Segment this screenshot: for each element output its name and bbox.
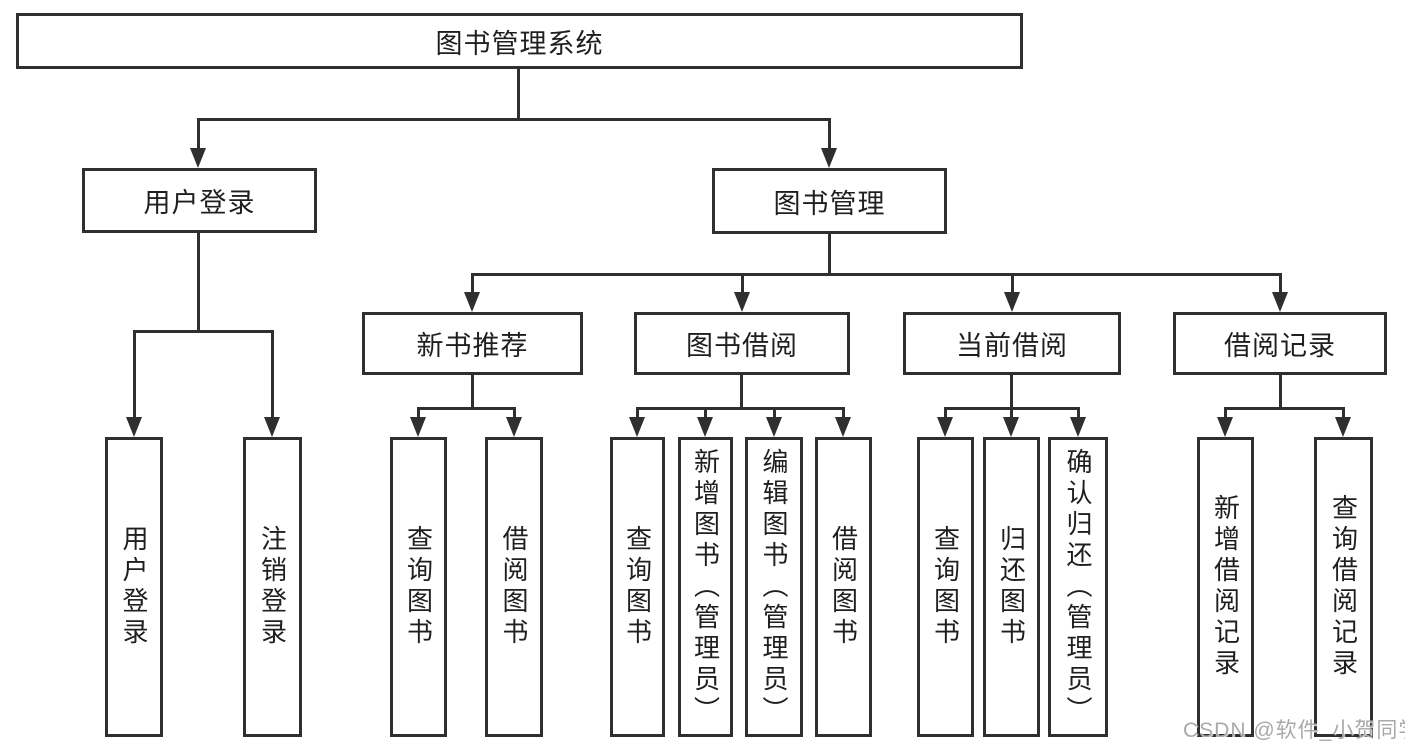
node-new-book-recommend-label: 新书推荐 — [416, 331, 529, 361]
node-borrowing-records-label: 借阅记录 — [1224, 331, 1336, 361]
arrow-down-icon — [464, 292, 480, 312]
connector-userlogin-stem — [133, 330, 136, 420]
connector-records-stem — [1224, 407, 1227, 420]
node-user-login-label: 用户登录 — [143, 188, 256, 218]
leaf-current-confirm-return: 确认归还（管理员） — [1048, 437, 1108, 737]
arrow-down-icon — [629, 417, 645, 437]
leaf-recommend-query-books-label: 查询图书 — [403, 525, 434, 649]
node-borrowing-records: 借阅记录 — [1173, 312, 1387, 375]
connector-userlogin-stem — [271, 330, 274, 420]
connector-userlogin-stub — [197, 233, 200, 333]
leaf-current-return-books: 归还图书 — [983, 437, 1040, 737]
leaf-user-login-label: 用户登录 — [119, 525, 149, 649]
arrow-down-icon — [1217, 417, 1233, 437]
leaf-records-add-record: 新增借阅记录 — [1197, 437, 1254, 737]
arrow-down-icon — [697, 417, 713, 437]
leaf-records-add-record-label: 新增借阅记录 — [1210, 494, 1241, 680]
connector-borrowing-stem — [704, 407, 707, 420]
leaf-current-query-books-label: 查询图书 — [930, 525, 961, 649]
node-root-label: 图书管理系统 — [435, 28, 604, 59]
node-book-borrowing-label: 图书借阅 — [686, 331, 798, 361]
connector-recommend-split — [417, 407, 515, 410]
connector-borrowing-stub — [740, 375, 743, 410]
connector-records-stub — [1279, 375, 1282, 410]
connector-bookmgmt-stub — [828, 234, 831, 276]
arrow-down-icon — [1272, 292, 1288, 312]
connector-current-stem — [1010, 407, 1013, 420]
connector-userlogin-split — [133, 330, 274, 333]
arrow-down-icon — [835, 417, 851, 437]
node-root: 图书管理系统 — [16, 13, 1023, 69]
node-current-borrowing: 当前借阅 — [903, 312, 1121, 375]
connector-root-stub — [517, 69, 520, 118]
node-new-book-recommend: 新书推荐 — [362, 312, 583, 375]
leaf-logout-login: 注销登录 — [243, 437, 302, 737]
connector-recommend-stub — [471, 375, 474, 410]
connector-bookmgmt-stem — [1279, 273, 1282, 295]
leaf-records-query-record: 查询借阅记录 — [1314, 437, 1373, 737]
leaf-borrowing-add-books: 新增图书（管理员） — [678, 437, 733, 737]
leaf-borrowing-borrow-books: 借阅图书 — [815, 437, 872, 737]
connector-bookmgmt-stem — [1011, 273, 1014, 295]
connector-bookmgmt-stem — [471, 273, 474, 295]
leaf-recommend-query-books: 查询图书 — [390, 437, 447, 737]
leaf-recommend-borrow-books-label: 借阅图书 — [499, 525, 529, 649]
connector-bookmgmt-stem — [741, 273, 744, 295]
connector-current-stem — [944, 407, 947, 420]
leaf-current-confirm-return-label: 确认归还（管理员） — [1063, 447, 1093, 727]
leaf-current-query-books: 查询图书 — [917, 437, 974, 737]
connector-recommend-stem — [417, 407, 420, 420]
node-book-borrowing: 图书借阅 — [634, 312, 850, 375]
arrow-down-icon — [264, 417, 280, 437]
arrow-down-icon — [766, 417, 782, 437]
connector-current-stem — [1077, 407, 1080, 420]
leaf-borrowing-add-books-label: 新增图书（管理员） — [690, 447, 721, 727]
arrow-down-icon — [1335, 417, 1351, 437]
connector-borrowing-split — [636, 407, 845, 410]
connector-borrowing-stem — [773, 407, 776, 420]
arrow-down-icon — [1003, 417, 1019, 437]
arrow-down-icon — [734, 292, 750, 312]
connector-recommend-stem — [513, 407, 516, 420]
connector-borrowing-stem — [636, 407, 639, 420]
leaf-borrowing-query-books-label: 查询图书 — [622, 525, 653, 649]
arrow-down-icon — [937, 417, 953, 437]
leaf-logout-login-label: 注销登录 — [257, 525, 288, 649]
leaf-user-login: 用户登录 — [105, 437, 163, 737]
arrow-down-icon — [506, 417, 522, 437]
leaf-records-query-record-label: 查询借阅记录 — [1328, 494, 1359, 680]
leaf-recommend-borrow-books: 借阅图书 — [485, 437, 543, 737]
csdn-watermark: CSDN @软件_小贺同学 — [1183, 719, 1405, 742]
arrow-down-icon — [190, 148, 206, 168]
node-current-borrowing-label: 当前借阅 — [956, 331, 1068, 361]
leaf-borrowing-edit-books-label: 编辑图书（管理员） — [759, 447, 789, 727]
leaf-borrowing-query-books: 查询图书 — [610, 437, 665, 737]
leaf-borrowing-edit-books: 编辑图书（管理员） — [745, 437, 803, 737]
arrow-down-icon — [1004, 292, 1020, 312]
node-book-management: 图书管理 — [712, 168, 947, 234]
connector-records-split — [1224, 407, 1345, 410]
connector-borrowing-stem — [842, 407, 845, 420]
arrow-down-icon — [1070, 417, 1086, 437]
connector-root-right-stem — [828, 118, 831, 151]
connector-root-left-stem — [197, 118, 200, 151]
leaf-borrowing-borrow-books-label: 借阅图书 — [828, 525, 859, 649]
node-book-management-label: 图书管理 — [773, 188, 886, 219]
leaf-current-return-books-label: 归还图书 — [996, 525, 1027, 649]
arrow-down-icon — [126, 417, 142, 437]
connector-bookmgmt-split — [471, 273, 1282, 276]
connector-current-stub — [1010, 375, 1013, 410]
node-user-login: 用户登录 — [82, 168, 317, 233]
arrow-down-icon — [821, 148, 837, 168]
connector-root-split — [197, 118, 831, 121]
connector-records-stem — [1342, 407, 1345, 420]
arrow-down-icon — [410, 417, 426, 437]
